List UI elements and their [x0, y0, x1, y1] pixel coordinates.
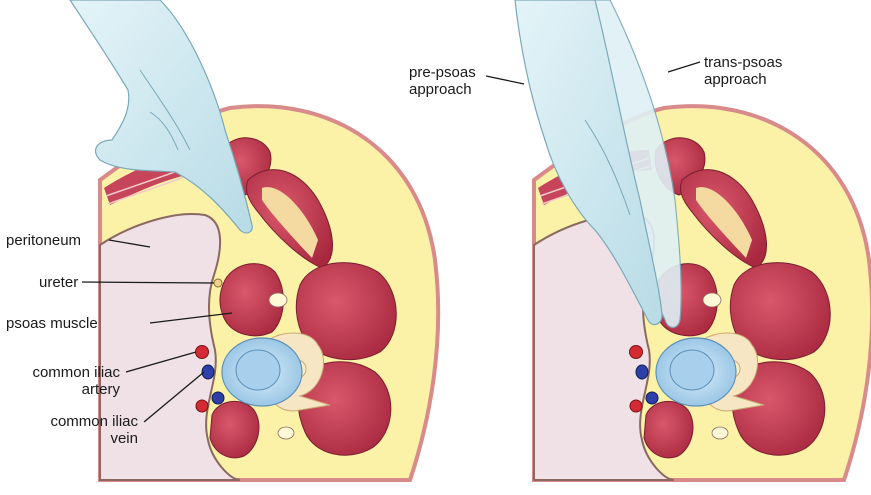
label-psoas-muscle: psoas muscle	[6, 315, 98, 332]
label-trans-psoas-approach: trans-psoas approach	[704, 54, 782, 88]
trans-psoas-leader	[668, 62, 700, 72]
label-pre-psoas-approach: pre-psoas approach	[409, 64, 476, 98]
label-common-iliac-artery: common iliac artery	[6, 364, 120, 398]
label-ureter: ureter	[39, 274, 78, 291]
label-common-iliac-vein: common iliac vein	[20, 413, 138, 447]
pre-psoas-leader	[486, 76, 524, 84]
label-peritoneum: peritoneum	[6, 232, 81, 249]
